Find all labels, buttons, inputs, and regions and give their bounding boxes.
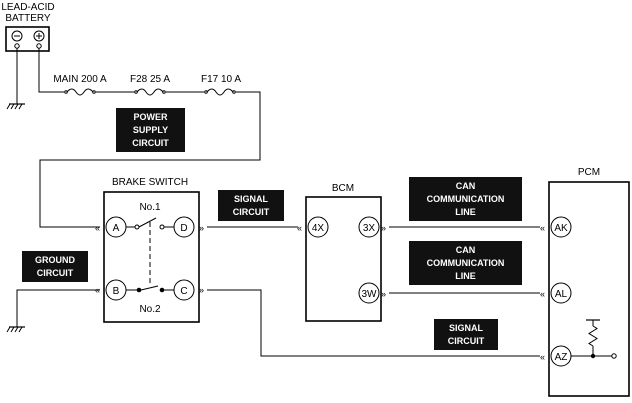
switch-no2-blade	[140, 285, 159, 291]
pcm-al-connector-icon: «	[540, 289, 545, 299]
brake-switch-ground-wire	[16, 289, 100, 327]
brake-switch-a-connector-icon: «	[95, 223, 100, 233]
switch-no2-label: No.2	[139, 304, 161, 315]
svg-text:CIRCUIT: CIRCUIT	[233, 207, 270, 217]
svg-text:CAN: CAN	[456, 245, 476, 255]
power-wire	[38, 48, 261, 228]
signal-circuit-bottom-label: SIGNAL CIRCUIT	[434, 319, 498, 350]
pcm-ak-connector-icon: «	[540, 223, 545, 233]
switch-no1-blade	[138, 217, 157, 228]
pcm-terminal-ak-label: AK	[554, 223, 568, 234]
switch-no1-contact-d	[159, 224, 165, 230]
svg-text:LINE: LINE	[455, 271, 476, 281]
bcm-terminal-3x	[358, 216, 380, 238]
switch-no1-contact-a	[134, 224, 140, 230]
svg-text:SIGNAL: SIGNAL	[449, 323, 484, 333]
terminal-b	[105, 279, 127, 301]
terminal-d	[173, 216, 195, 238]
battery-ground-icon	[6, 103, 25, 110]
svg-text:CIRCUIT: CIRCUIT	[448, 336, 485, 346]
terminal-d-label: D	[180, 223, 187, 234]
pcm-internal-input	[611, 353, 617, 359]
terminal-c-label: C	[180, 286, 187, 297]
svg-text:LINE: LINE	[455, 207, 476, 217]
fuse-main-label: MAIN 200 A	[53, 74, 107, 85]
ground-circuit-label: GROUND CIRCUIT	[22, 251, 88, 282]
svg-text:SIGNAL: SIGNAL	[234, 194, 269, 204]
terminal-b-label: B	[113, 286, 120, 297]
switch-no2-contact-b	[136, 287, 142, 293]
battery-title-line1: LEAD-ACID	[1, 2, 54, 13]
pcm-az-connector-icon: «	[540, 352, 545, 362]
fuse-main-icon	[64, 88, 96, 96]
fuse-f28-label: F28 25 A	[130, 74, 170, 85]
fuse-f17-icon	[204, 88, 236, 96]
bcm-terminal-3x-label: 3X	[363, 223, 376, 234]
svg-text:CIRCUIT: CIRCUIT	[132, 138, 169, 148]
battery-negative-post	[14, 43, 20, 49]
bcm-title: BCM	[332, 183, 354, 194]
brake-switch-c-connector-icon: »	[199, 285, 204, 295]
pcm-internal-junction	[590, 353, 596, 359]
can-line-1-label: CAN COMMUNICATION LINE	[409, 177, 522, 221]
switch-no2-contact-c	[159, 287, 165, 293]
brake-switch-title: BRAKE SWITCH	[112, 177, 188, 188]
svg-text:CAN: CAN	[456, 181, 476, 191]
bcm-terminal-3w-label: 3W	[362, 289, 378, 300]
bcm-3w-connector-icon: »	[381, 289, 386, 299]
terminal-a-label: A	[113, 223, 120, 234]
svg-text:COMMUNICATION: COMMUNICATION	[427, 194, 505, 204]
bcm-3x-connector-icon: »	[381, 223, 386, 233]
battery-title-line2: BATTERY	[5, 13, 51, 24]
fuse-f17-label: F17 10 A	[201, 74, 241, 85]
pcm-terminal-az-label: AZ	[555, 352, 568, 363]
bcm-terminal-4x	[307, 216, 329, 238]
brake-switch-d-connector-icon: »	[199, 223, 204, 233]
svg-text:CIRCUIT: CIRCUIT	[37, 268, 74, 278]
svg-text:POWER: POWER	[133, 112, 168, 122]
signal-wire-c-az	[207, 289, 540, 357]
svg-text:COMMUNICATION: COMMUNICATION	[427, 258, 505, 268]
pcm-resistor-icon	[588, 325, 598, 347]
bcm-terminal-3w	[358, 282, 380, 304]
terminal-c	[173, 279, 195, 301]
can-line-2-label: CAN COMMUNICATION LINE	[409, 241, 522, 285]
pcm-title: PCM	[578, 167, 600, 178]
pcm-terminal-al	[550, 282, 572, 304]
switch-no1-label: No.1	[139, 202, 161, 213]
bcm-4x-connector-icon: «	[297, 223, 302, 233]
pcm-terminal-ak	[550, 216, 572, 238]
svg-text:SUPPLY: SUPPLY	[133, 125, 168, 135]
battery-positive-post	[36, 43, 42, 49]
fuse-f28-icon	[134, 88, 166, 96]
power-supply-circuit-label: POWER SUPPLY CIRCUIT	[116, 108, 185, 152]
terminal-a	[105, 216, 127, 238]
bcm-terminal-4x-label: 4X	[312, 223, 325, 234]
pcm-terminal-al-label: AL	[555, 289, 568, 300]
signal-circuit-top-label: SIGNAL CIRCUIT	[218, 190, 284, 221]
svg-text:GROUND: GROUND	[35, 255, 75, 265]
brake-switch-ground-icon	[6, 326, 25, 333]
